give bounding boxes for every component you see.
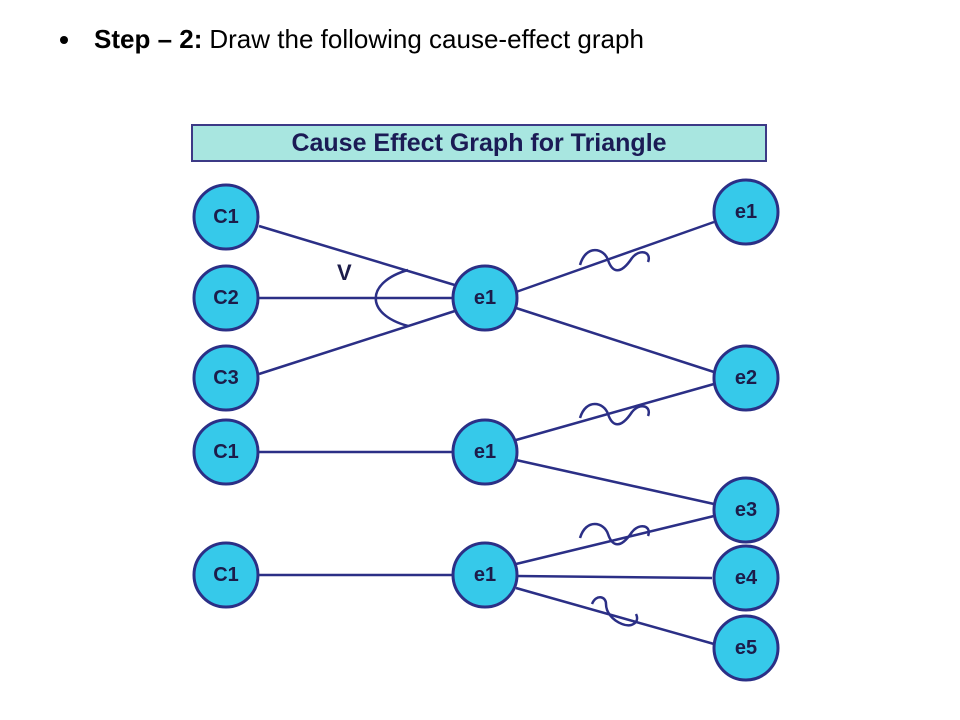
svg-text:e1: e1 (474, 564, 496, 586)
not-marks (578, 248, 651, 627)
not-mark-e1 (578, 248, 651, 272)
svg-text:e3: e3 (735, 499, 757, 521)
diagram-title: Cause Effect Graph for Triangle (191, 124, 767, 162)
svg-text:e5: e5 (735, 637, 757, 659)
edge-c1-e1 (258, 224, 459, 288)
svg-text:e2: e2 (735, 367, 757, 389)
cause-node-c1-second: C1 (192, 418, 260, 486)
edge-mid-b-e3 (515, 458, 715, 506)
edge-mid-a-e2 (515, 306, 715, 374)
svg-text:e1: e1 (735, 201, 757, 223)
step-text: Draw the following cause-effect graph (209, 24, 644, 54)
or-symbol: V (337, 260, 352, 285)
svg-text:C1: C1 (213, 441, 239, 463)
edge-c3-e1 (258, 308, 459, 376)
cause-node-c1: C1 (192, 183, 260, 251)
cause-node-c1-third: C1 (192, 541, 260, 609)
svg-text:C1: C1 (213, 206, 239, 228)
cause-node-c3: C3 (192, 344, 260, 412)
svg-text:C2: C2 (213, 287, 239, 309)
cause-node-c2: C2 (192, 264, 260, 332)
edges (258, 220, 715, 646)
svg-text:C3: C3 (213, 367, 239, 389)
edge-mid-a-e1 (515, 220, 715, 294)
bullet-icon (60, 35, 68, 44)
not-mark-e5 (590, 596, 639, 627)
intermediate-node-e1-top: e1 (451, 264, 519, 332)
effect-node-e5: e5 (712, 614, 780, 682)
step-label: Step – 2: (94, 24, 203, 54)
effect-node-e1: e1 (712, 178, 780, 246)
not-mark-e3 (578, 522, 651, 546)
not-mark-e2 (578, 402, 651, 426)
edge-mid-c-e4 (515, 574, 713, 580)
edge-mid-c-e5 (515, 586, 715, 646)
intermediate-node-e1-bottom: e1 (451, 541, 519, 609)
svg-text:e4: e4 (735, 567, 758, 589)
effect-node-e3: e3 (712, 476, 780, 544)
intermediate-node-e1-middle: e1 (451, 418, 519, 486)
edge-mid-c-e3 (515, 514, 715, 566)
svg-text:e1: e1 (474, 287, 496, 309)
effect-node-e2: e2 (712, 344, 780, 412)
edge-mid-b-e2 (515, 382, 715, 442)
effect-node-e4: e4 (712, 544, 780, 612)
or-arc (374, 268, 409, 328)
step-bullet: Step – 2: Draw the following cause-effec… (60, 24, 644, 55)
svg-text:C1: C1 (213, 564, 239, 586)
svg-text:e1: e1 (474, 441, 496, 463)
